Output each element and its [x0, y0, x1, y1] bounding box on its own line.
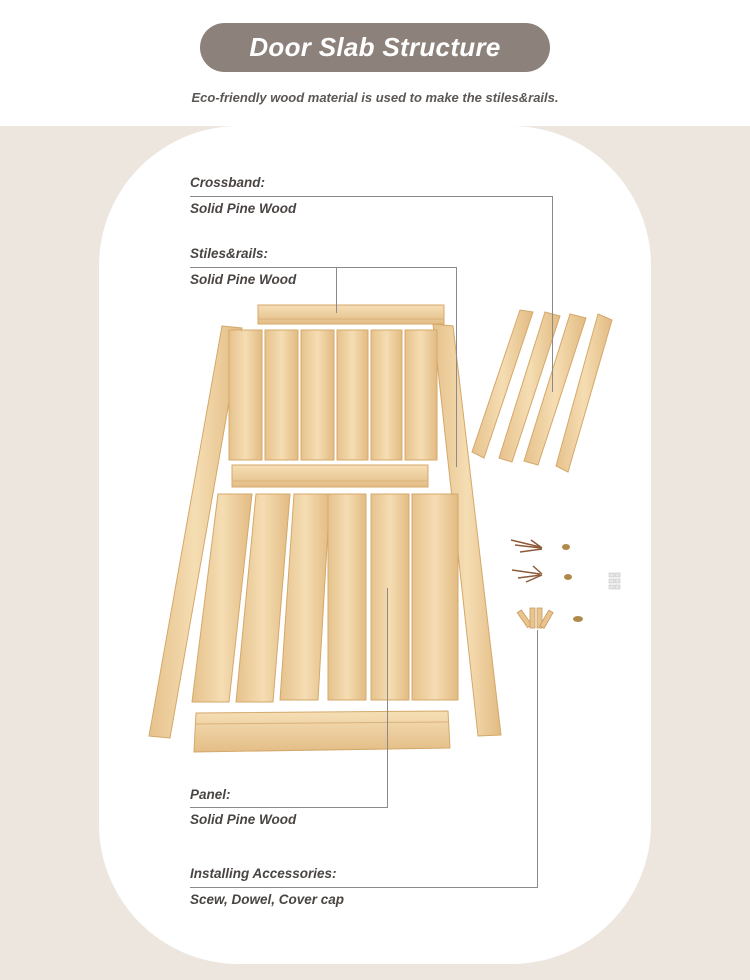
stiles-rails-leader-horizontal	[190, 267, 456, 268]
crossband-material: Solid Pine Wood	[190, 201, 297, 216]
crossband-slats	[471, 309, 613, 473]
panel-label: Panel:	[190, 787, 231, 802]
middle-rail	[231, 464, 429, 488]
stiles-rails-label: Stiles&rails:	[190, 246, 269, 261]
top-rail	[257, 304, 445, 325]
lower-panel-boards	[191, 493, 459, 703]
header-area: Door Slab Structure Eco-friendly wood ma…	[0, 0, 750, 126]
hardware-pieces	[562, 544, 583, 622]
screws	[510, 539, 543, 583]
crossband-leader-horizontal	[190, 196, 552, 197]
accessories-leader-vertical	[537, 630, 538, 887]
stiles-rails-material: Solid Pine Wood	[190, 272, 297, 287]
crossband-leader-vertical	[552, 196, 553, 392]
page-title: Door Slab Structure	[200, 23, 550, 72]
stiles-rails-leader-to-stile	[456, 267, 457, 467]
accessories-label: Installing Accessories:	[190, 866, 337, 881]
accessories-material: Scew, Dowel, Cover cap	[190, 892, 345, 907]
left-stile	[148, 325, 243, 739]
panel-leader-vertical	[387, 588, 388, 807]
panel-leader-horizontal	[190, 807, 388, 808]
crossband-label: Crossband:	[190, 175, 266, 190]
cover-caps	[608, 572, 621, 590]
upper-panel-boards	[228, 329, 438, 461]
right-stile	[432, 323, 502, 737]
page-subtitle: Eco-friendly wood material is used to ma…	[191, 90, 559, 105]
accessories-leader-horizontal	[190, 887, 538, 888]
dowels	[516, 607, 554, 629]
bottom-rail	[193, 710, 451, 753]
panel-material: Solid Pine Wood	[190, 812, 297, 827]
stiles-rails-leader-to-rail	[336, 267, 337, 313]
